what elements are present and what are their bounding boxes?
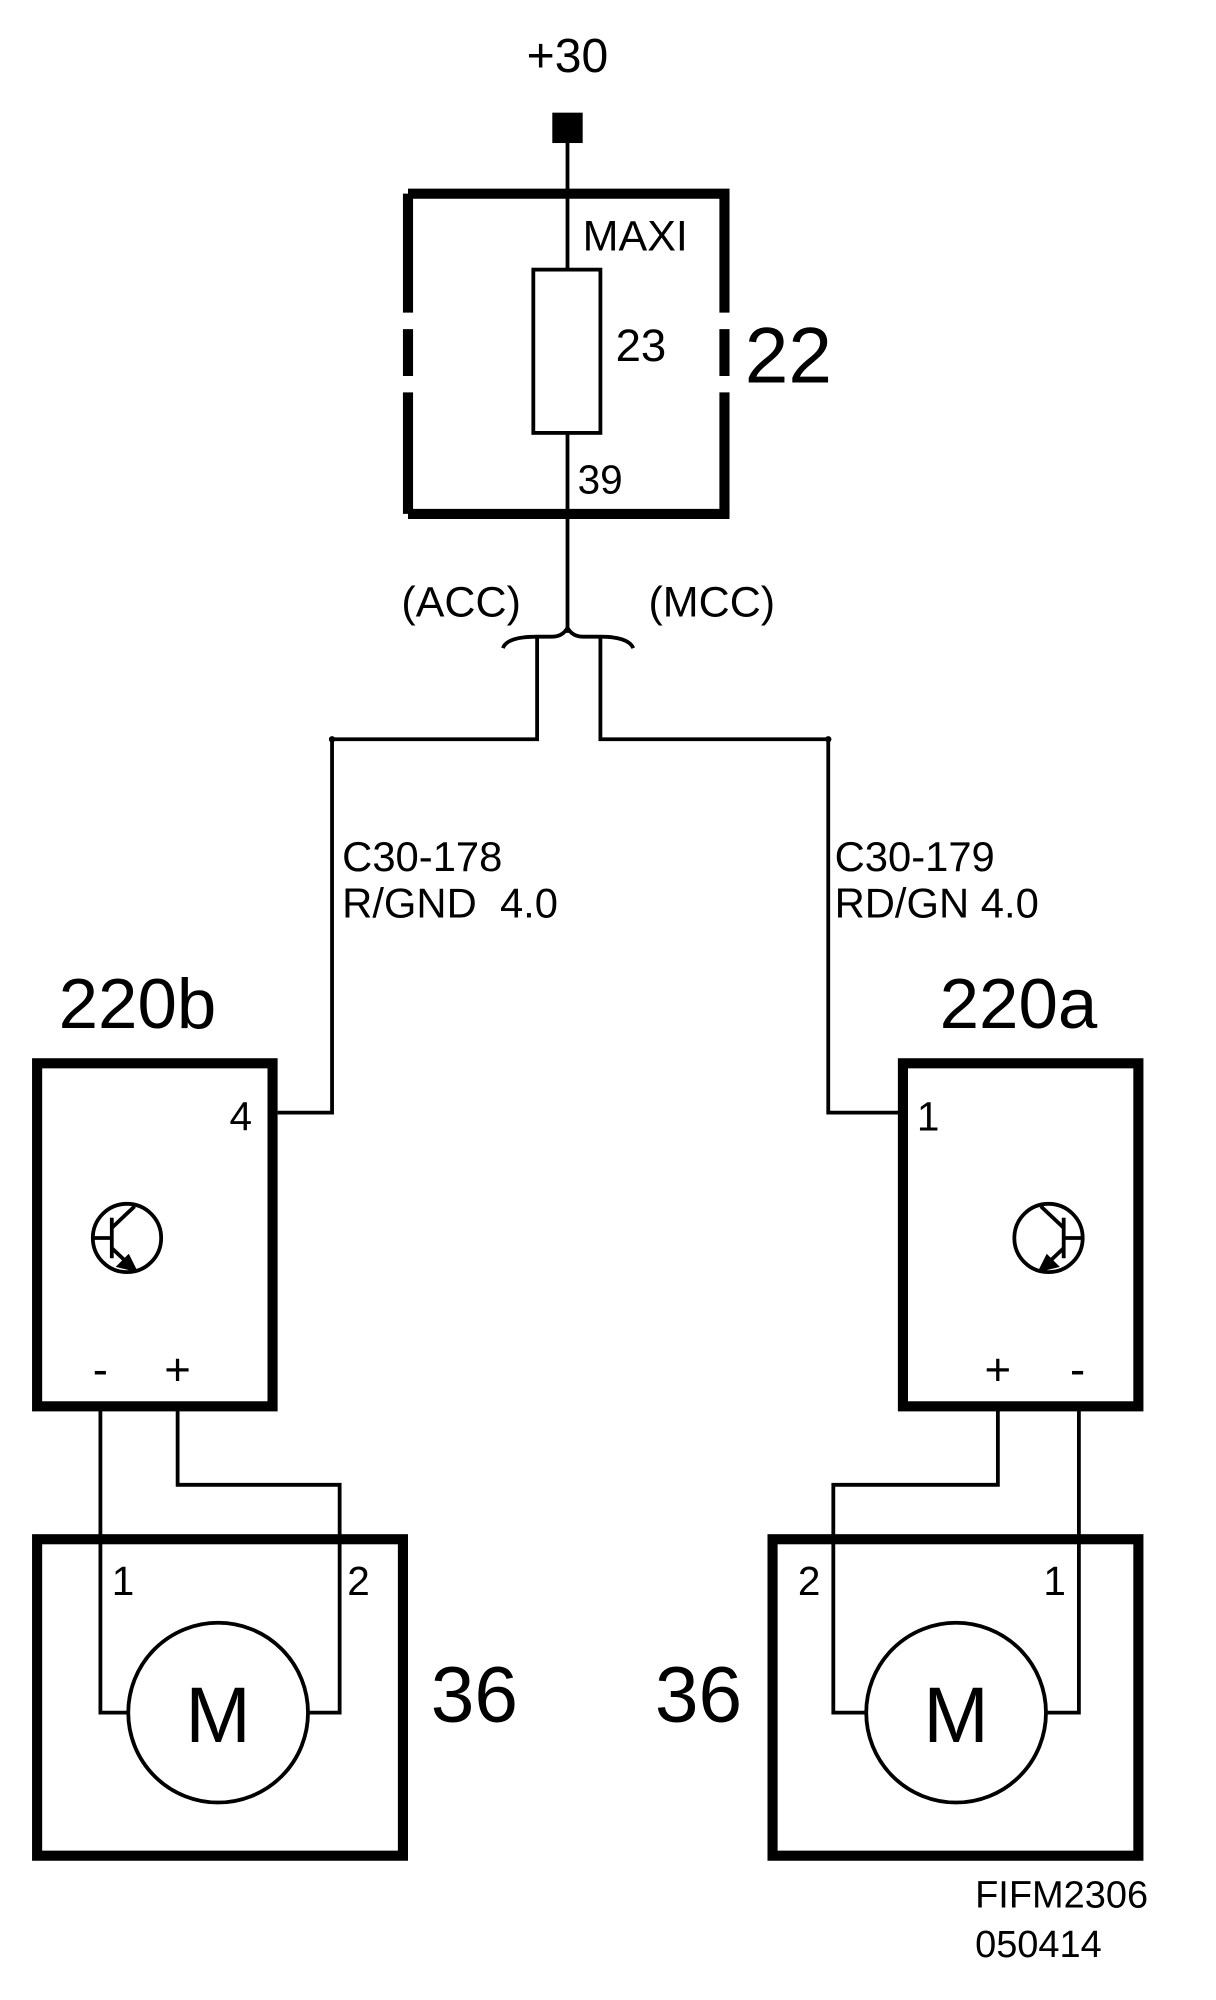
wire-left-plus [175,1406,342,1715]
footer-date: 050414 [975,1924,1102,1966]
motor-left-pin2: 2 [347,1558,370,1604]
module-right-box [897,1058,1144,1412]
footer-code: FIFM2306 [975,1875,1148,1917]
module-left-minus: - [93,1344,108,1395]
wire-right-spec: RD/GN 4.0 [835,880,1039,927]
fuse-element [531,267,603,435]
variant-acc-label: (ACC) [401,578,520,626]
motor-right-symbol: M [923,1671,988,1759]
motor-left-box [32,1534,408,1861]
supply-label: +30 [527,29,609,83]
fuse-type-label: MAXI [583,213,688,261]
supply-terminal [552,112,583,144]
motor-right-id: 36 [655,1651,742,1739]
fuse-number-label: 23 [616,320,667,371]
wire-right-node [825,736,832,743]
motor-left-id: 36 [431,1651,518,1739]
module-right-plus: + [985,1344,1012,1395]
wire-right-connector: C30-179 [835,833,995,880]
transistor-left-icon [90,1201,164,1275]
module-left-pin: 4 [230,1093,253,1139]
motor-right-pin2: 2 [798,1558,821,1604]
module-left-box [32,1058,278,1412]
fuse-output-pin: 39 [578,457,623,503]
motor-left-icon [126,1620,310,1805]
motor-right-box [767,1534,1144,1861]
module-right-pin: 1 [917,1093,940,1139]
transistor-right-icon [1012,1201,1085,1275]
motor-left-pin1: 1 [112,1558,135,1604]
wire-left-minus [98,1406,127,1715]
module-left-id: 220b [59,965,217,1044]
wire-right-minus [1045,1406,1081,1715]
module-right-minus: - [1070,1344,1085,1395]
variant-mcc-label: (MCC) [648,578,775,626]
module-right-id: 220a [940,965,1098,1044]
fuse-box [402,188,730,519]
wire-left-connector: C30-178 [342,833,502,880]
variant-branch [501,624,636,650]
wire-left-node [328,736,336,743]
motor-left-symbol: M [185,1671,250,1759]
fuse-box-number: 22 [745,311,832,399]
module-left-plus: + [164,1344,191,1395]
motor-right-pin1: 1 [1043,1558,1066,1604]
wire-right-plus [831,1406,1000,1715]
wire-left-spec: R/GND 4.0 [342,880,558,927]
motor-right-icon [864,1620,1048,1805]
